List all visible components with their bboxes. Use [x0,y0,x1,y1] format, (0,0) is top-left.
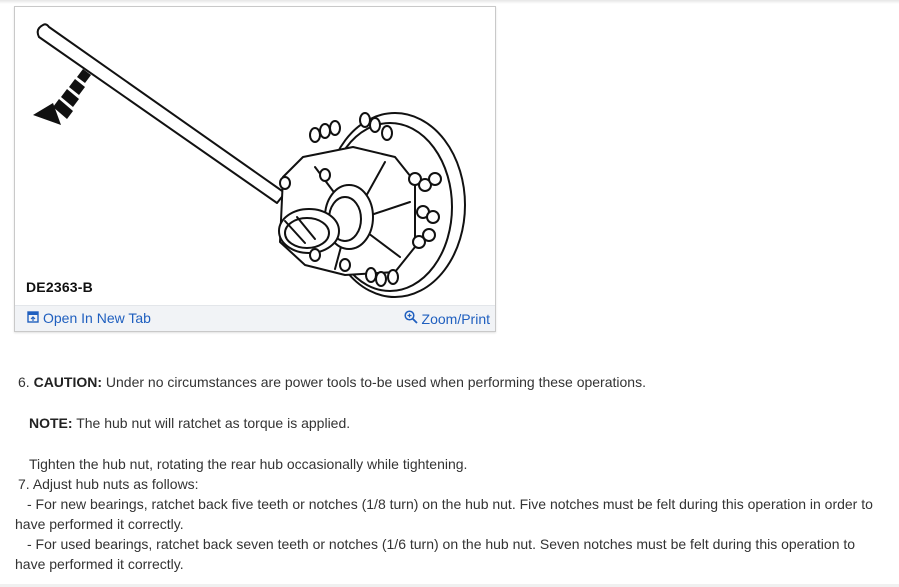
step-7-text: Adjust hub nuts as follows: [32,476,199,492]
note-label: NOTE: [29,415,73,431]
open-in-new-tab-link[interactable]: Open In New Tab [27,310,151,326]
open-in-new-tab-icon [27,310,39,326]
note: NOTE: The hub nut will ratchet as torque… [18,413,888,433]
bottom-border [0,584,899,587]
zoom-icon [403,310,418,327]
bullet-used-bearings: - For used bearings, ratchet back seven … [15,536,856,572]
step-6-caution: 6. CAUTION: Under no circumstances are p… [18,372,888,392]
step-7: 7. Adjust hub nuts as follows: [18,474,888,494]
figure-card: DE2363-B Open In New Tab Zoom/Print [14,6,496,332]
top-shadow [0,0,899,4]
tighten-instruction: Tighten the hub nut, rotating the rear h… [29,456,468,472]
figure-caption: DE2363-B [26,279,93,295]
note-text: The hub nut will ratchet as torque is ap… [72,415,351,431]
step-7-number: 7. [18,476,30,492]
zoom-print-label: Zoom/Print [421,310,490,327]
procedure-steps: 6. CAUTION: Under no circumstances are p… [15,372,888,574]
caution-text: Under no circumstances are power tools t… [102,374,646,390]
zoom-print-link[interactable]: Zoom/Print [403,310,490,327]
bullet-new-bearings: - For new bearings, ratchet back five te… [15,496,873,532]
figure-toolbar: Open In New Tab Zoom/Print [15,305,495,331]
caution-label: CAUTION: [33,374,103,390]
step-6-number: 6. [18,374,30,390]
open-in-new-tab-label: Open In New Tab [43,310,151,326]
hub-nut-illustration [33,23,466,298]
